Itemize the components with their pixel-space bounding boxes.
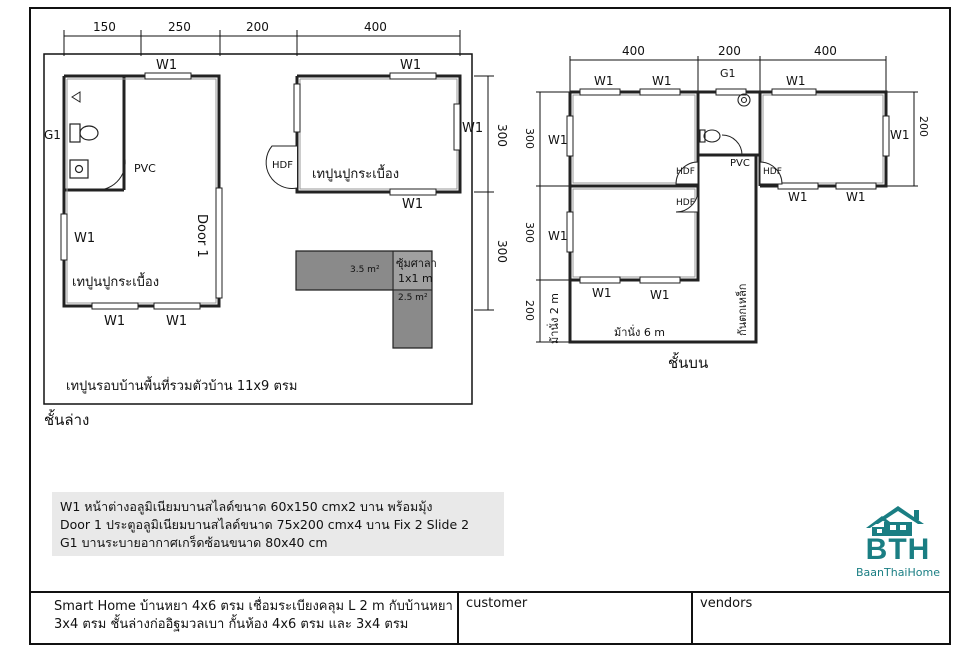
- upper-windows: [566, 88, 890, 284]
- upper-w1-5: W1: [548, 133, 568, 147]
- upper-w1-3: W1: [786, 74, 806, 88]
- upper-hdf-1: HDF: [676, 167, 695, 177]
- upper-pvc-label: PVC: [730, 158, 750, 169]
- upper-w1-7: W1: [592, 286, 612, 300]
- upper-floor-plan: 400 200 400 300 300 200 200: [523, 44, 930, 372]
- lower-hdf-door-swing: [265, 145, 298, 189]
- upper-w1-9: W1: [788, 190, 808, 204]
- upper-dims-top: [569, 56, 887, 92]
- upper-w1-6: W1: [548, 229, 568, 243]
- lower-floor-plan: 150 250 200 400 300 300: [43, 20, 509, 429]
- note-g1: G1 บานระบายอากาศเกร็ดซ้อนขนาด 80x40 cm: [60, 535, 328, 550]
- upper-dim-400-b: 400: [814, 44, 837, 58]
- lower-surround-note: เทปูนรอบบ้านพื้นที่รวมตัวบ้าน 11x9 ตรม: [66, 376, 297, 394]
- footer-description-line-2: 3x4 ตรม ชั้นล่างก่ออิฐมวลเบา กั้นห้อง 4x…: [54, 617, 409, 632]
- footer-vendors-label: vendors: [700, 596, 753, 611]
- upper-bath-door-swing: [721, 134, 743, 156]
- spec-notes-panel: W1 หน้าต่างอลูมิเนียมบานสไลด์ขนาด 60x150…: [52, 492, 504, 556]
- upper-hdf-3: HDF: [763, 167, 782, 177]
- sheet-border: [29, 7, 951, 645]
- upper-dim-200-left: 200: [523, 300, 536, 321]
- bth-logo-mark: [866, 506, 924, 536]
- lower-door1-label: Door 1: [194, 214, 209, 258]
- footer-customer-label: customer: [466, 596, 528, 611]
- lower-windows: [60, 72, 461, 310]
- logo-company-name: BaanThaiHome: [856, 566, 940, 579]
- footer-description-line-1: Smart Home บ้านหยา 4x6 ตรม เชื่อมระเบียง…: [54, 599, 453, 614]
- upper-toilet-icon: [699, 93, 751, 143]
- lower-w1-5: W1: [74, 231, 95, 246]
- lower-arch-patch: [394, 252, 431, 289]
- lower-dims-right: [474, 75, 494, 311]
- lower-pvc-door-swing: [95, 153, 126, 191]
- lower-w1-3: W1: [462, 121, 483, 136]
- upper-w1-2: W1: [652, 74, 672, 88]
- lower-g1-label: G1: [44, 128, 61, 142]
- lower-dim-300-b: 300: [495, 240, 509, 263]
- lower-area-a: 3.5 m²: [350, 265, 380, 275]
- upper-dim-300-a: 300: [523, 128, 536, 149]
- footer-customer-cell: customer: [464, 594, 690, 644]
- lower-pvc-label: PVC: [134, 162, 156, 175]
- upper-hdf-door-3: [759, 161, 783, 185]
- upper-floor-title: ชั้นบน: [668, 352, 708, 372]
- upper-w1-4: W1: [890, 128, 910, 142]
- footer-description: Smart Home บ้านหยา 4x6 ตรม เชื่อมระเบียง…: [52, 594, 456, 644]
- lower-floor-right-label: เทปูนปูกระเบื้อง: [312, 164, 399, 182]
- upper-hdf-door-2: [675, 189, 699, 213]
- upper-w1-1: W1: [594, 74, 614, 88]
- lower-floor-title: ชั้นล่าง: [44, 409, 89, 429]
- lower-w1-7: W1: [166, 314, 187, 329]
- lower-dim-300-a: 300: [495, 124, 509, 147]
- upper-bench-side: ม้านั่ง 2 m: [546, 293, 561, 344]
- note-door1: Door 1 ประตูอลูมิเนียมบานสไลด์ขนาด 75x20…: [60, 517, 470, 532]
- footer-vendors-cell: vendors: [698, 594, 950, 644]
- lower-dim-250: 250: [168, 20, 191, 34]
- lower-hdf-label: HDF: [272, 160, 293, 171]
- lower-floor-left-label: เทปูนปูกระเบื้อง: [72, 272, 159, 290]
- lower-w1-2: W1: [400, 58, 421, 73]
- upper-hdf-door-1: [675, 161, 699, 185]
- lower-w1-1: W1: [156, 58, 177, 73]
- upper-w1-8: W1: [650, 288, 670, 302]
- lower-area-b: 2.5 m²: [398, 293, 428, 303]
- lower-arch-size: 1x1 m: [398, 272, 433, 285]
- lower-toilet-icon: [69, 91, 99, 179]
- upper-w1-10: W1: [846, 190, 866, 204]
- upper-dim-200-right: 200: [917, 116, 930, 137]
- logo-wordmark: BTH: [865, 533, 931, 566]
- upper-dim-400-a: 400: [622, 44, 645, 58]
- upper-railing-label: กันตกเหล็ก: [735, 284, 749, 336]
- lower-dims-top: [63, 30, 461, 56]
- lower-dim-150: 150: [93, 20, 116, 34]
- lower-dim-400: 400: [364, 20, 387, 34]
- upper-hdf-2: HDF: [676, 198, 695, 208]
- upper-dims-left: [536, 91, 572, 343]
- upper-walls: [568, 90, 888, 344]
- upper-dims-right: [886, 91, 918, 187]
- lower-dim-200: 200: [246, 20, 269, 34]
- upper-dim-200: 200: [718, 44, 741, 58]
- lower-w1-4: W1: [402, 197, 423, 212]
- upper-bench-bottom: ม้านั่ง 6 m: [614, 324, 665, 339]
- lower-w1-6: W1: [104, 314, 125, 329]
- lower-site-boundary: [43, 53, 473, 405]
- upper-g1-label: G1: [720, 67, 736, 80]
- note-w1: W1 หน้าต่างอลูมิเนียมบานสไลด์ขนาด 60x150…: [60, 499, 433, 514]
- lower-arch-label: ซุ้มศาลา: [396, 257, 437, 270]
- upper-dim-300-b: 300: [523, 222, 536, 243]
